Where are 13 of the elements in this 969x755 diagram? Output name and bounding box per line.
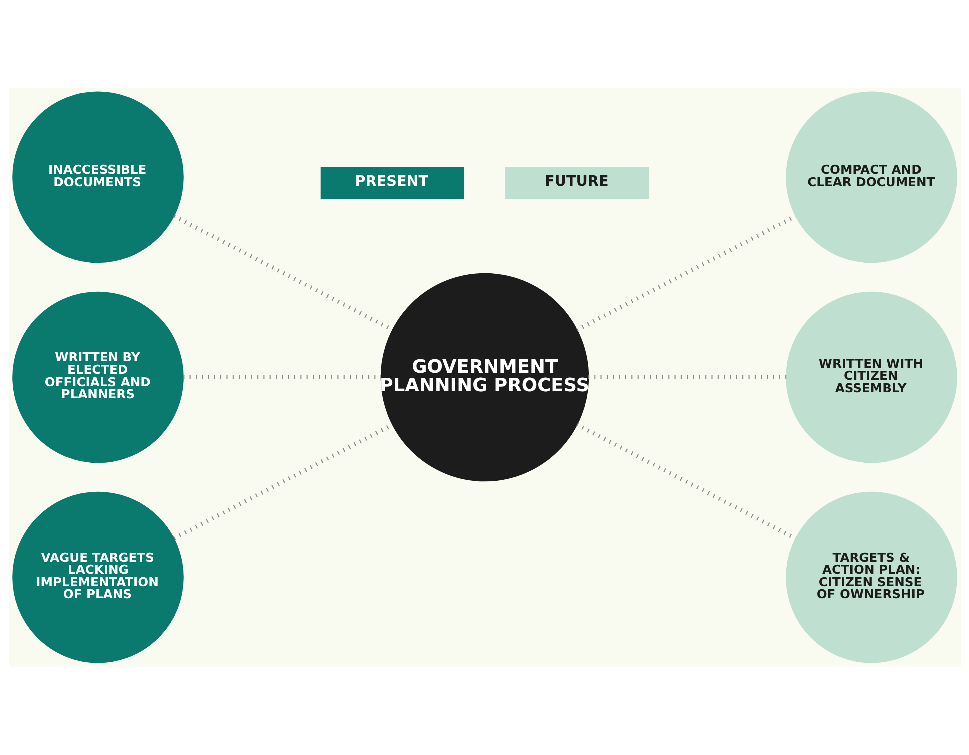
connector [588, 375, 786, 380]
node-circle: VAGUE TARGETS LACKING IMPLEMENTATION OF PLANS [12, 492, 184, 664]
node-circle: GOVERNMENT PLANNING PROCESS [380, 273, 589, 482]
node-circle: TARGETS & ACTION PLAN: CITIZEN SENSE OF OWNERSHIP [786, 492, 957, 664]
node-circle: WRITTEN BY ELECTED OFFICIALS AND PLANNERS [12, 292, 184, 464]
connector [576, 214, 796, 332]
connector [576, 423, 796, 540]
node-circle: INACCESSIBLE DOCUMENTS [12, 92, 184, 264]
legend-label: PRESENT [354, 174, 428, 190]
legend-label: FUTURE [544, 174, 608, 190]
connector [183, 375, 381, 380]
node-circle: COMPACT AND CLEAR DOCUMENT [786, 92, 957, 264]
node-circle: WRITTEN WITH CITIZEN ASSEMBLY [786, 292, 957, 464]
